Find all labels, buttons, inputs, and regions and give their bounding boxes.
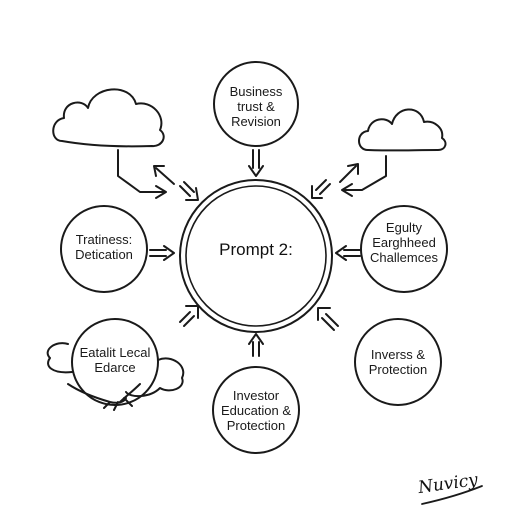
node-bottom-right-label: Inverss & Protection	[348, 347, 448, 377]
node-top-line-1: Business	[229, 84, 283, 99]
node-bottom-label: Investor Education & Protection	[206, 388, 306, 433]
cloud-right-icon	[358, 108, 447, 152]
arrow-bottom-right	[317, 307, 339, 331]
node-bottom-left-line-1: Eatalit Lecal	[79, 345, 151, 360]
arrow-right	[335, 245, 361, 261]
node-left-line-2: Detication	[75, 247, 133, 262]
node-bottom-right-line-1: Inverss &	[370, 347, 426, 362]
node-right-line-3: Challemces	[370, 250, 438, 265]
center-label: Prompt 2:	[219, 240, 293, 259]
arrow-bottom-left	[179, 305, 199, 327]
arrow-left	[149, 245, 175, 261]
hands-cloud-icon	[46, 342, 185, 398]
node-left-circle	[60, 205, 148, 293]
node-bottom-left-label: Eatalit Lecal Edarce	[63, 345, 167, 375]
cloud-left-icon	[52, 88, 165, 148]
center-circle	[179, 179, 333, 333]
arrow-bottom	[248, 333, 264, 357]
node-right-circle	[360, 205, 448, 293]
node-bottom-line-3: Protection	[226, 418, 286, 433]
node-right-label: Egulty Earghheed Challemces	[354, 220, 454, 265]
arrow-top-right	[311, 179, 331, 199]
node-bottom-right-circle	[354, 318, 442, 406]
node-bottom-left-circle	[71, 318, 159, 406]
arrow-top-left	[179, 181, 199, 201]
node-left-line-1: Tratiness:	[75, 232, 133, 247]
node-bottom-circle	[212, 366, 300, 454]
connector-right-cloud	[343, 155, 387, 191]
node-top-label: Business trust & Revision	[206, 84, 306, 129]
node-bottom-left-line-2: Edarce	[94, 360, 136, 375]
node-bottom-right-line-2: Protection	[368, 362, 428, 377]
node-right-line-2: Earghheed	[372, 235, 436, 250]
node-bottom-line-2: Education &	[220, 403, 292, 418]
node-left-label: Tratiness: Detication	[54, 232, 154, 262]
connector-left-cloud	[117, 149, 165, 193]
arrow-top	[248, 149, 264, 177]
node-right-line-1: Egulty	[385, 220, 423, 235]
node-top-line-3: Revision	[231, 114, 281, 129]
arrow-upper-left	[155, 167, 175, 185]
node-top-circle	[213, 61, 299, 147]
arrow-upper-right	[339, 165, 357, 183]
handshake-icon	[67, 383, 141, 411]
node-top-line-2: trust &	[237, 99, 275, 114]
node-bottom-line-1: Investor	[232, 388, 280, 403]
